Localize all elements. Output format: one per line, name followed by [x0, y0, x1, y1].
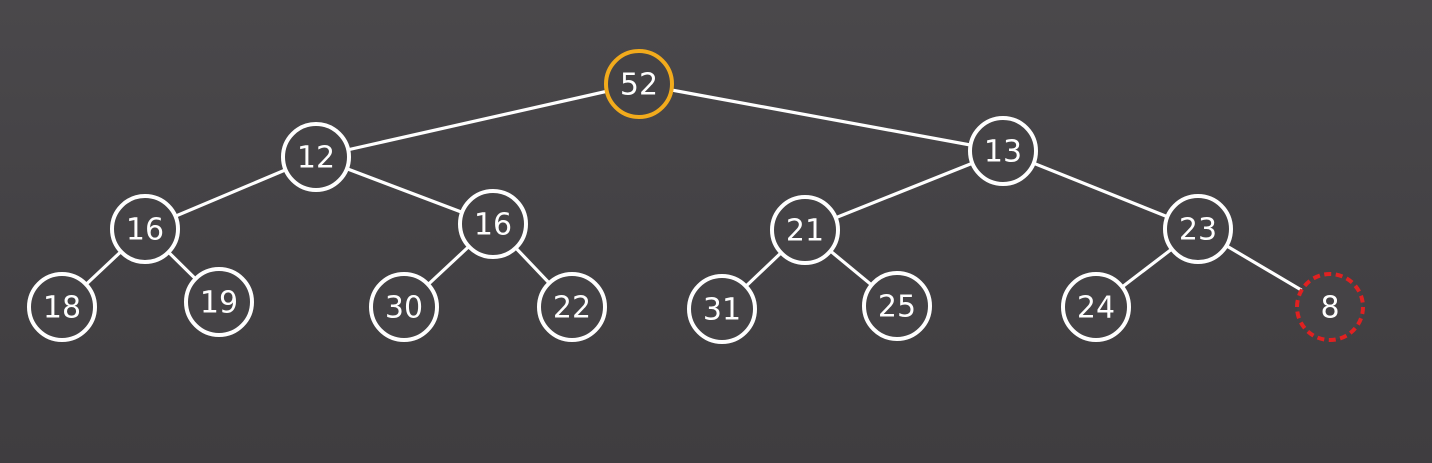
node-label: 21: [786, 214, 824, 249]
node-circle: [1061, 272, 1131, 342]
tree-node: 16: [458, 189, 528, 259]
node-circle: [770, 195, 840, 265]
tree-node: 24: [1061, 272, 1131, 342]
tree-node: 31: [687, 274, 757, 344]
tree-edge: [314, 82, 641, 159]
tree-node: 21: [770, 195, 840, 265]
tree-edge: [637, 82, 1005, 153]
node-circle: [537, 272, 607, 342]
node-circle: [968, 116, 1038, 186]
node-label: 24: [1077, 291, 1115, 326]
node-circle: [687, 274, 757, 344]
node-label: 8: [1320, 291, 1339, 326]
tree-node: 25: [862, 271, 932, 341]
tree-node: 52: [604, 49, 674, 119]
node-label: 16: [474, 208, 512, 243]
node-label: 25: [878, 290, 916, 325]
inserted-node-circle: [1295, 272, 1365, 342]
node-circle: [1163, 194, 1233, 264]
tree-node: 23: [1163, 194, 1233, 264]
node-label: 16: [126, 213, 164, 248]
nodes-layer: 52 12 13 16 16 21 23 18 19 30 22 31 25 24 8: [27, 49, 1365, 344]
tree-node: 19: [184, 267, 254, 337]
tree-node: 16: [110, 194, 180, 264]
node-label: 23: [1179, 213, 1217, 248]
tree-node: 12: [281, 122, 351, 192]
tree-node: 22: [537, 272, 607, 342]
node-label: 31: [703, 293, 741, 328]
tree-edge: [1001, 149, 1200, 231]
tree-node: 30: [369, 272, 439, 342]
node-circle: [110, 194, 180, 264]
tree-node: 13: [968, 116, 1038, 186]
tree-node: 18: [27, 272, 97, 342]
node-label: 52: [620, 68, 658, 103]
node-circle: [27, 272, 97, 342]
tree-node: 8: [1295, 272, 1365, 342]
node-circle: [862, 271, 932, 341]
highlighted-node-circle: [604, 49, 674, 119]
node-circle: [281, 122, 351, 192]
edges-layer: [60, 82, 1332, 311]
node-label: 18: [43, 291, 81, 326]
node-circle: [458, 189, 528, 259]
node-label: 22: [553, 291, 591, 326]
node-label: 30: [385, 291, 423, 326]
node-label: 19: [200, 286, 238, 321]
node-circle: [184, 267, 254, 337]
node-circle: [369, 272, 439, 342]
tree-edge: [803, 149, 1005, 232]
node-label: 12: [297, 141, 335, 176]
node-label: 13: [984, 135, 1022, 170]
